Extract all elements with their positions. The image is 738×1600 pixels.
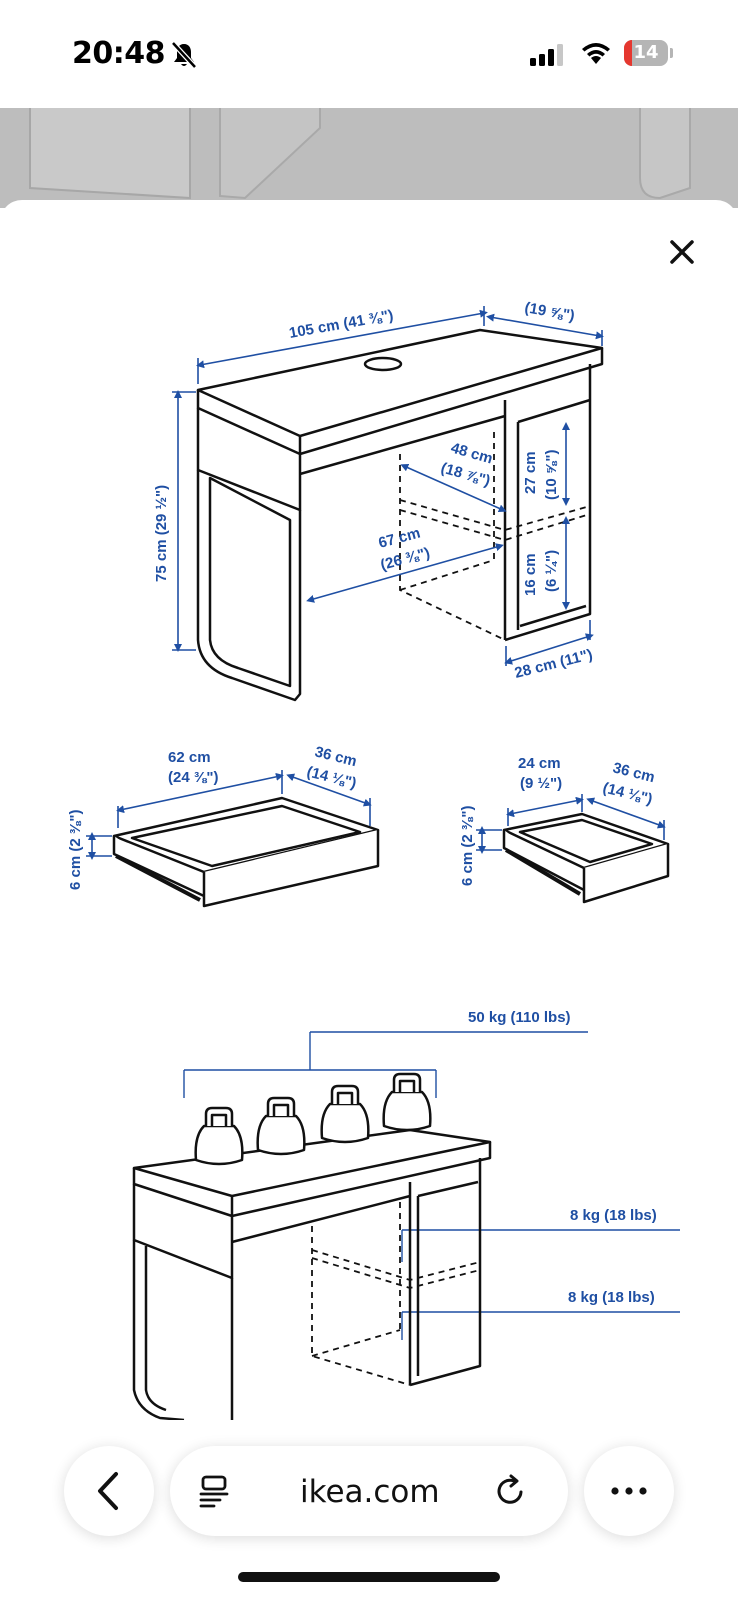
small-drawer-drawing (502, 812, 670, 904)
desk-height-label: 75 cm (29 ½") (153, 485, 170, 582)
reload-icon[interactable] (492, 1472, 530, 1510)
load-weights (194, 1072, 432, 1166)
small-drawer-height-label: 6 cm (2 ⅜") (459, 806, 476, 886)
close-icon[interactable] (664, 234, 700, 270)
bell-muted-icon (171, 41, 197, 69)
battery-cap (670, 48, 673, 58)
small-drawer-width-cm-label: 24 cm (518, 755, 561, 772)
desk-hidden-lines (399, 432, 591, 641)
home-indicator[interactable] (238, 1572, 500, 1582)
battery-low-fill (624, 40, 632, 66)
background-page-preview (0, 108, 738, 208)
top-load-label: 50 kg (110 lbs) (468, 1009, 571, 1026)
load-desk-hidden-lines (311, 1202, 481, 1386)
shelf-2-load-label: 8 kg (18 lbs) (568, 1289, 655, 1306)
back-button[interactable] (64, 1446, 154, 1536)
large-drawer-height-label: 6 cm (2 ⅜") (67, 810, 84, 890)
cable-outlet (363, 356, 403, 372)
more-options-button[interactable] (584, 1446, 674, 1536)
cabinet-width-label: 28 cm (11") (513, 646, 594, 682)
desk-dimension-lines (172, 306, 604, 666)
large-drawer-width-cm-label: 62 cm (168, 749, 211, 766)
large-drawer-width-in-label: (24 ⅜") (168, 769, 218, 786)
load-desk-drawing (132, 1128, 492, 1420)
compartment-top-in-label: (10 ⅝") (543, 450, 560, 500)
large-drawer-drawing (112, 796, 380, 908)
reader-mode-icon[interactable] (196, 1472, 234, 1510)
shelf-1-load-label: 8 kg (18 lbs) (570, 1207, 657, 1224)
compartment-top-cm-label: 27 cm (522, 451, 539, 494)
large-drawer-dimension-lines (86, 770, 372, 860)
status-time: 20:48 (72, 36, 166, 71)
url-text: ikea.com (300, 1474, 440, 1510)
small-drawer-width-in-label: (9 ½") (520, 775, 562, 792)
address-bar[interactable]: ikea.com (170, 1446, 568, 1536)
load-dimension-lines (183, 1031, 680, 1340)
wifi-icon (582, 43, 610, 64)
battery-level: 14 (633, 42, 659, 63)
cellular-signal-icon (530, 44, 563, 66)
status-bar: 20:48 14 (0, 0, 738, 108)
compartment-bottom-in-label: (6 ¼") (543, 550, 560, 592)
desk-depth-label: (19 ⅝") (523, 299, 576, 325)
product-dimensions-diagram: 105 cm (41 ⅜") (19 ⅝") 75 cm (29 ½") 48 … (67, 299, 680, 1420)
chevron-left-icon (98, 1472, 118, 1510)
ellipsis-icon (611, 1487, 647, 1495)
desk-width-label: 105 cm (41 ⅜") (288, 307, 395, 342)
battery-indicator: 14 (624, 40, 668, 66)
small-drawer-dimension-lines (476, 794, 666, 854)
compartment-bottom-cm-label: 16 cm (522, 553, 539, 596)
